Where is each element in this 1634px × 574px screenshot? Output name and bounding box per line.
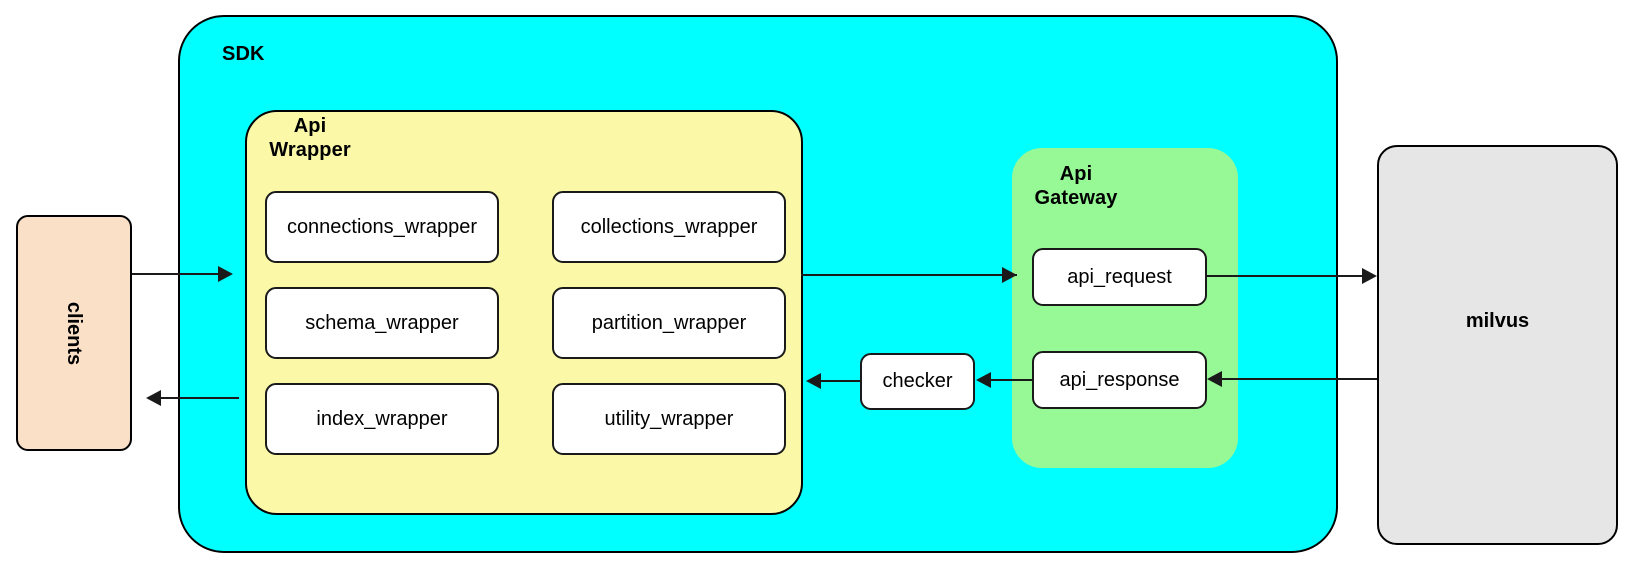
edge-api-request-to-milvus xyxy=(1207,275,1372,277)
edge-clients-to-api-wrapper-arrowhead xyxy=(218,266,233,282)
node-partition-wrapper[interactable]: partition_wrapper xyxy=(552,287,786,359)
node-collections-wrapper[interactable]: collections_wrapper xyxy=(552,191,786,263)
node-api-response[interactable]: api_response xyxy=(1032,351,1207,409)
node-utility-wrapper[interactable]: utility_wrapper xyxy=(552,383,786,455)
clients-label-text: clients xyxy=(63,301,86,365)
node-connections-wrapper[interactable]: connections_wrapper xyxy=(265,191,499,263)
edge-api-wrapper-to-api-gateway xyxy=(801,274,1017,276)
milvus-box[interactable] xyxy=(1377,145,1618,545)
node-index-wrapper[interactable]: index_wrapper xyxy=(265,383,499,455)
node-checker[interactable]: checker xyxy=(860,353,975,410)
edge-api-response-to-checker-arrowhead xyxy=(976,372,991,388)
api-gateway-title: Api Gateway xyxy=(1034,163,1118,210)
edge-checker-to-api-wrapper xyxy=(821,380,860,382)
edge-sdk-to-clients xyxy=(161,397,239,399)
clients-label: clients xyxy=(16,215,132,451)
sdk-title: SDK xyxy=(222,43,265,65)
edge-sdk-to-clients-arrowhead xyxy=(146,390,161,406)
edge-clients-to-api-wrapper xyxy=(132,273,222,275)
edge-api-request-to-milvus-arrowhead xyxy=(1362,268,1377,284)
api-wrapper-title: Api Wrapper xyxy=(269,115,351,162)
edge-milvus-to-api-response-arrowhead xyxy=(1207,371,1222,387)
node-api-request[interactable]: api_request xyxy=(1032,248,1207,306)
node-schema-wrapper[interactable]: schema_wrapper xyxy=(265,287,499,359)
api-gateway-container[interactable] xyxy=(1012,148,1238,468)
edge-milvus-to-api-response xyxy=(1212,378,1377,380)
milvus-label: milvus xyxy=(1465,310,1530,332)
edge-api-response-to-checker xyxy=(990,379,1032,381)
edge-checker-to-api-wrapper-arrowhead xyxy=(806,373,821,389)
edge-api-wrapper-to-api-gateway-arrowhead xyxy=(1002,267,1017,283)
clients-box[interactable] xyxy=(16,215,132,451)
